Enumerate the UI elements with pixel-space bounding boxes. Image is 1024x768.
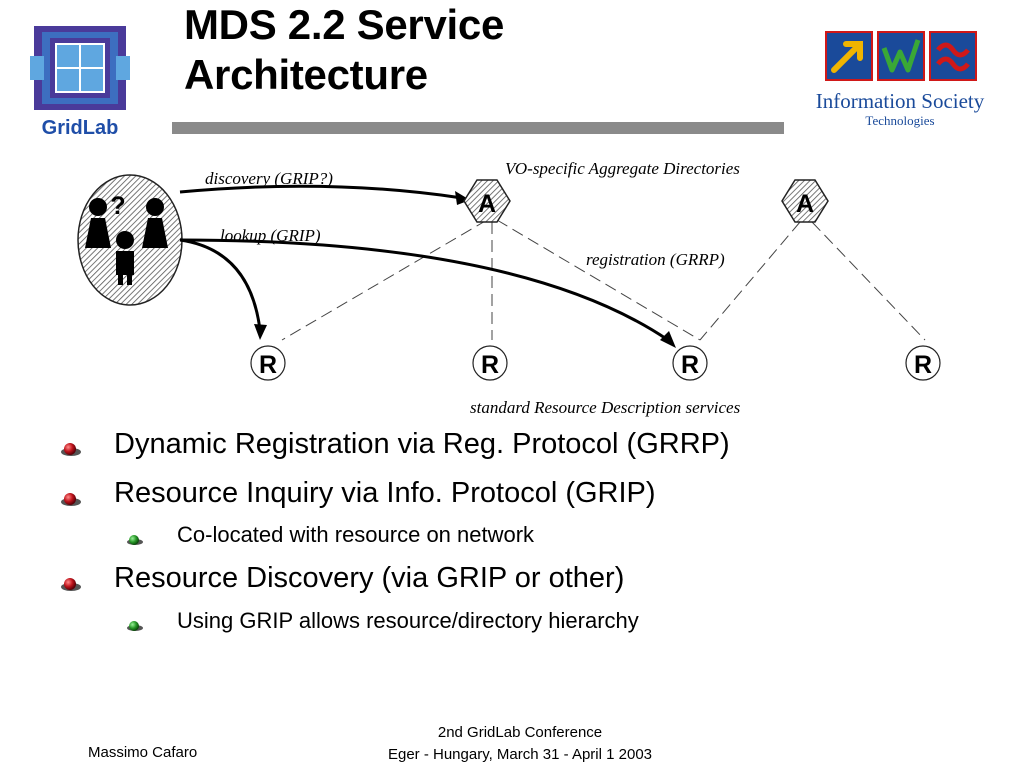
lookup-arrowhead-r1 xyxy=(254,324,267,340)
bullet-red-icon xyxy=(61,493,81,506)
registration-label: registration (GRRP) xyxy=(586,250,725,269)
slide-title-line-1: MDS 2.2 Service xyxy=(184,1,505,48)
architecture-diagram: ? A A R R xyxy=(77,159,941,417)
user-icon xyxy=(85,198,168,285)
resource-node-2: R xyxy=(472,345,508,381)
lookup-arrow-r1 xyxy=(179,238,262,331)
resource-node-2-label: R xyxy=(481,351,499,379)
arrow-icon xyxy=(831,41,863,73)
resource-node-1-label: R xyxy=(259,351,277,379)
bullet-green-icon xyxy=(127,621,143,631)
bullet-item-2: Resource Inquiry via Info. Protocol (GRI… xyxy=(114,477,656,509)
aggregate-node-1: A xyxy=(463,179,511,223)
bullet-red-icon xyxy=(61,578,81,591)
footer-author: Massimo Cafaro xyxy=(88,744,198,761)
bullet-item-1: Dynamic Registration via Reg. Protocol (… xyxy=(114,428,730,460)
slide-title-line-2: Architecture xyxy=(184,51,428,98)
lookup-label: lookup (GRIP) xyxy=(220,226,321,245)
protocol-arrows xyxy=(179,184,669,342)
resource-node-3-label: R xyxy=(681,351,699,379)
ist-logo-line-1: Information Society xyxy=(816,89,985,113)
resource-services-label: standard Resource Description services xyxy=(470,398,741,417)
registration-links xyxy=(281,219,926,341)
resource-node-3: R xyxy=(672,345,708,381)
discovery-arrow xyxy=(179,184,463,200)
bullet-red-icon xyxy=(61,443,81,456)
bullet-item-5: Using GRIP allows resource/directory hie… xyxy=(177,608,639,633)
user-group: ? xyxy=(77,174,183,306)
link-a2-r3 xyxy=(699,221,801,341)
approx-icon xyxy=(936,42,970,72)
gridlab-logo-text: GridLab xyxy=(42,117,119,139)
lookup-arrowhead-r3 xyxy=(660,331,676,348)
link-a1-r3 xyxy=(496,219,701,341)
discovery-label: discovery (GRIP?) xyxy=(205,169,333,188)
link-a1-r1 xyxy=(281,219,488,341)
ist-logo: Information Society Technologies xyxy=(816,31,985,128)
resource-node-4: R xyxy=(905,345,941,381)
footer-conference-line-1: 2nd GridLab Conference xyxy=(437,724,603,741)
ist-logo-line-2: Technologies xyxy=(865,113,934,128)
slide-title: MDS 2.2 Service Architecture xyxy=(184,0,504,100)
footer-conference: 2nd GridLab Conference Eger - Hungary, M… xyxy=(330,722,710,766)
lookup-arrow-r3 xyxy=(179,238,669,342)
resource-node-1: R xyxy=(250,345,286,381)
bullet-green-icon xyxy=(127,535,143,545)
gridlab-logo: GridLab xyxy=(30,26,130,139)
bullet-item-4: Resource Discovery (via GRIP or other) xyxy=(114,562,625,594)
wave-check-icon xyxy=(881,39,921,73)
title-rule xyxy=(172,122,784,134)
aggregate-node-2-label: A xyxy=(796,190,814,218)
link-a2-r4 xyxy=(811,221,926,341)
footer-conference-line-2: Eger - Hungary, March 31 - April 1 2003 xyxy=(387,746,653,763)
resource-node-4-label: R xyxy=(914,351,932,379)
aggregate-node-2: A xyxy=(781,179,829,223)
discovery-arrowhead xyxy=(455,191,470,205)
user-group-question: ? xyxy=(110,192,125,220)
aggregate-node-1-label: A xyxy=(478,190,496,218)
aggregate-directories-label: VO-specific Aggregate Directories xyxy=(505,159,740,178)
bullet-item-3: Co-located with resource on network xyxy=(177,522,535,547)
